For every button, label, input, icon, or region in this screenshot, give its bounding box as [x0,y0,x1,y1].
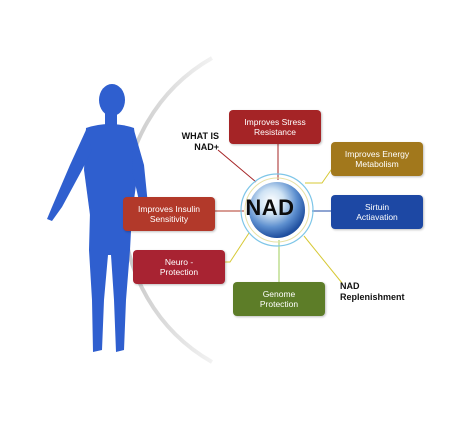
nad-center-label: NAD [245,195,295,220]
neuro-protection-box: Neuro - Protection [133,250,225,284]
box-text: Sirtuin Actiavation [356,202,398,222]
box-text: Neuro - Protection [159,257,199,277]
inner-ring [244,177,310,243]
human-figure-icon [47,84,152,352]
nad-replenishment-label: NAD Replenishment [340,281,405,302]
box-text: Improves Energy Metabolism [344,149,410,169]
box-text: Improves Insulin Sensitivity [138,204,200,224]
improves-energy-metabolism-box: Improves Energy Metabolism [331,142,423,176]
box-text: Genome Protection [259,289,299,309]
what-is-nad-label: WHAT IS NAD+ [181,131,219,152]
improves-stress-resistance-box: Improves Stress Resistance [229,110,321,144]
genome-protection-box: Genome Protection [233,282,325,316]
improves-insulin-sensitivity-box: Improves Insulin Sensitivity [123,197,215,231]
sirtuin-activation-box: Sirtuin Actiavation [331,195,423,229]
box-text: Improves Stress Resistance [244,117,306,137]
outer-ring [240,173,314,247]
nad-sphere [249,182,305,238]
